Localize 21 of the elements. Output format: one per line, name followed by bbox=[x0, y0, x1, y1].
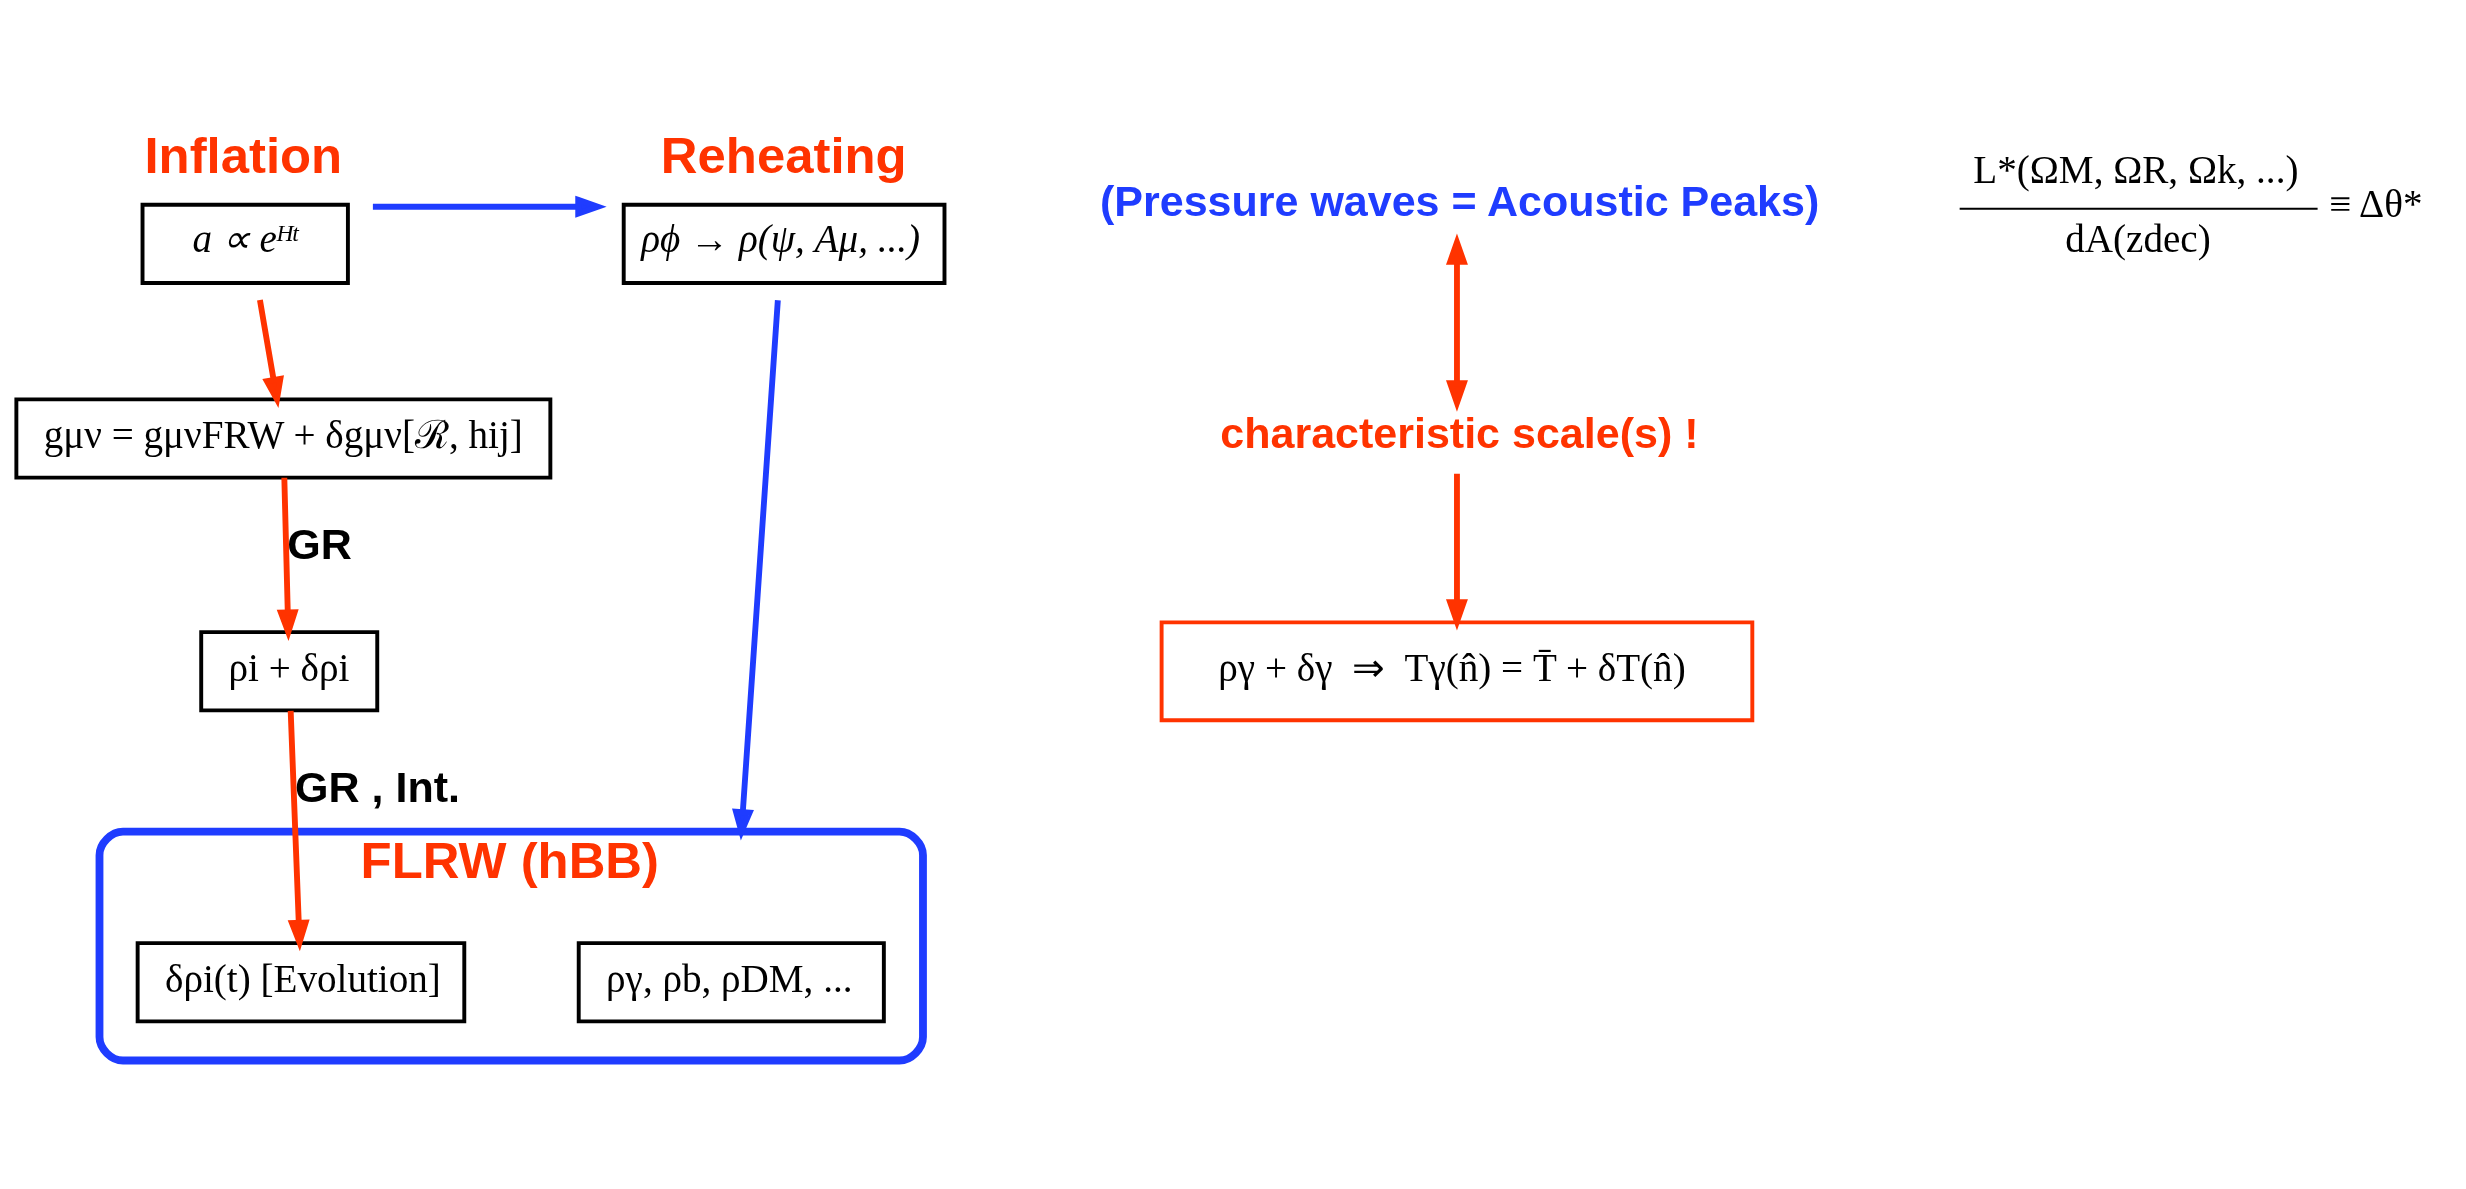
node-box: ρϕ → ρ(ψ, Aμ, ...) bbox=[621, 202, 947, 285]
arrow bbox=[1446, 232, 1468, 412]
node-text: (Pressure waves = Acoustic Peaks) bbox=[1099, 176, 1820, 225]
node-box: δρi(t) [Evolution] bbox=[135, 940, 467, 1023]
node-box: ρi + δρi bbox=[199, 629, 380, 712]
arrow bbox=[257, 299, 284, 408]
node-box: ργ, ρb, ρDM, ... bbox=[576, 940, 886, 1023]
node-text: characteristic scale(s) ! bbox=[1220, 408, 1699, 457]
node-label: Inflation bbox=[144, 126, 343, 184]
node-box: gμν = gμνFRW + δgμν[ℛ, hij] bbox=[14, 396, 553, 480]
node-box: ργ + δγ ⇒ Tγ(n̂) = T̄ + δT(n̂) bbox=[1159, 619, 1755, 722]
arrow bbox=[287, 710, 310, 951]
arrow bbox=[372, 195, 607, 218]
arrow bbox=[1446, 473, 1468, 631]
edge-label: GR bbox=[287, 519, 352, 568]
node-box: a ∝ eᴴᵗ bbox=[140, 202, 350, 285]
node-label: Reheating bbox=[660, 126, 907, 184]
arrow bbox=[732, 299, 781, 841]
node-text: L*(ΩM, ΩR, Ωk, ...) ≡ Δθ* dA(zdec) bbox=[1973, 147, 2423, 260]
arrow bbox=[276, 477, 299, 641]
edge-label: GR , Int. bbox=[295, 762, 460, 811]
